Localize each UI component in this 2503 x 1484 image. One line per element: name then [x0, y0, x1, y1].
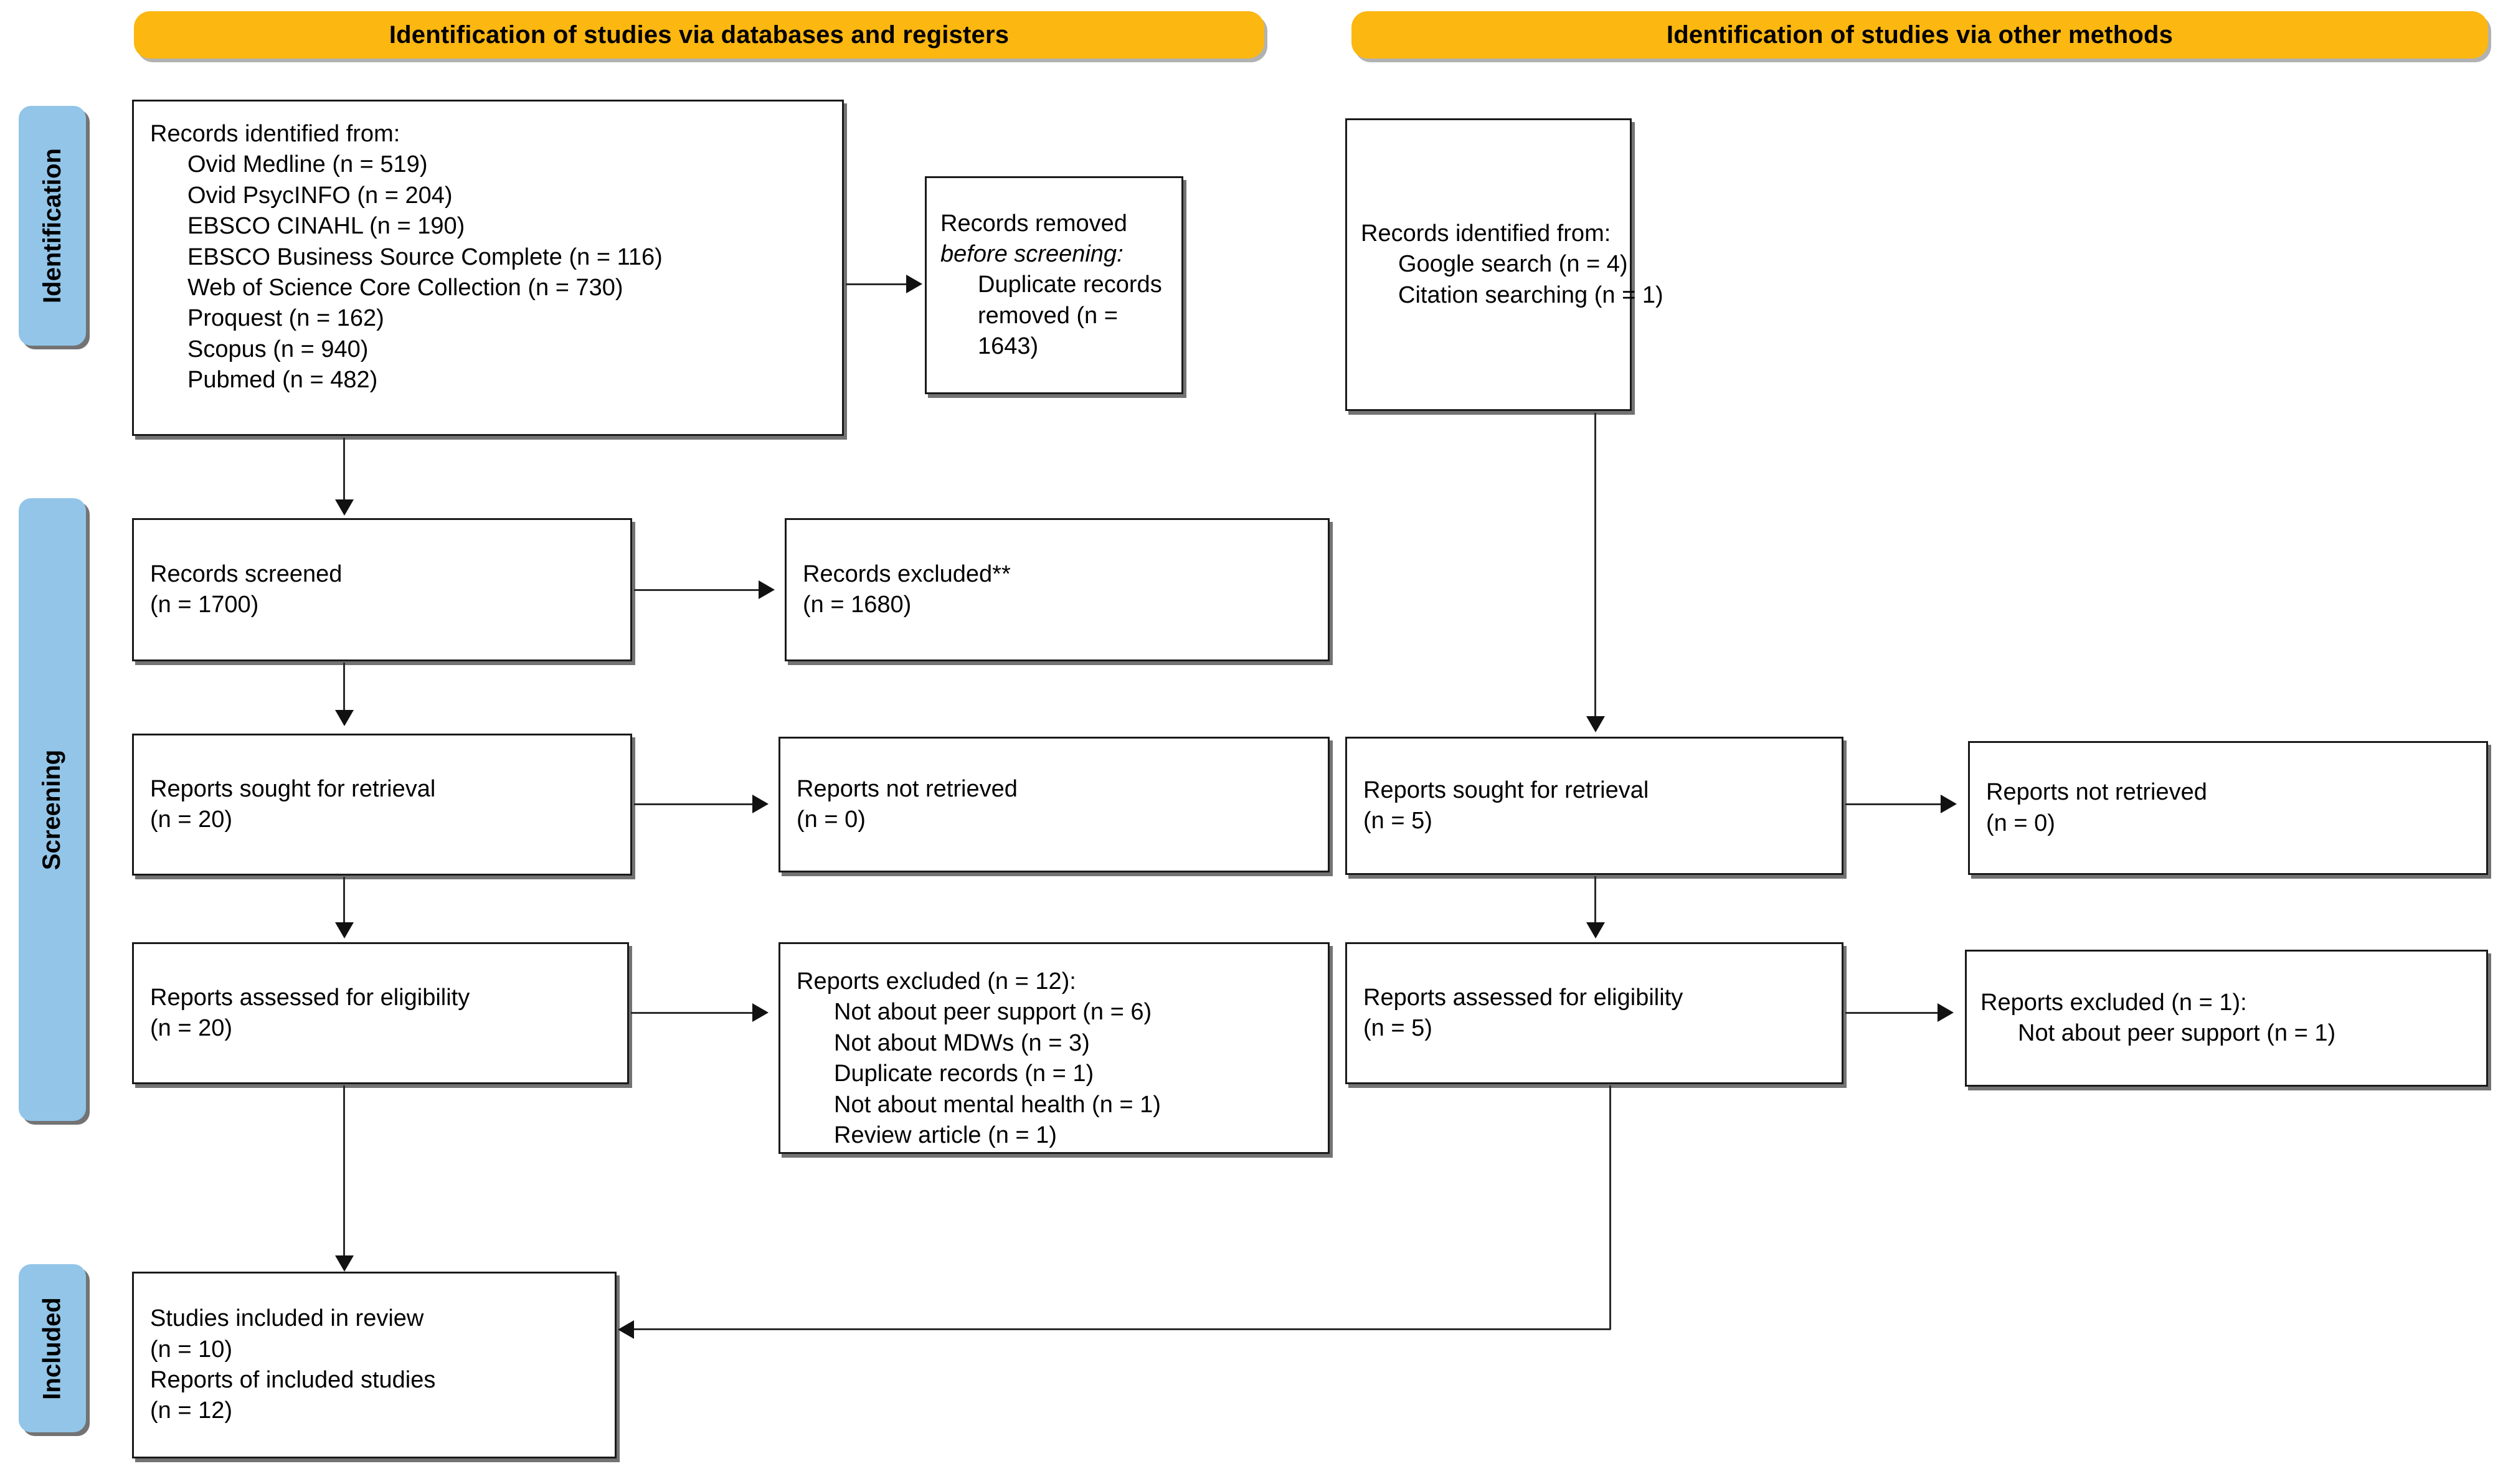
box-line: Google search (n = 4)	[1398, 251, 1628, 278]
box-line: Reports excluded (n = 12):	[797, 968, 1076, 995]
box-line: before screening:	[940, 240, 1124, 267]
arrow-identified-to-screened	[335, 499, 354, 516]
box-line: (n = 5)	[1363, 1015, 1432, 1041]
box-line: (n = 1700)	[150, 592, 259, 618]
box-line: Ovid Medline (n = 519)	[187, 151, 428, 178]
box-line: Review article (n = 1)	[834, 1122, 1057, 1148]
sidebar-stage-screening: Screening	[19, 498, 86, 1121]
box-line: Duplicate records (n = 1)	[834, 1061, 1094, 1087]
box-reports-assessed-eligibility-databases: Reports assessed for eligibility (n = 20…	[132, 942, 629, 1084]
arrow-other-identified-to-sought	[1586, 716, 1605, 732]
connector-assessed-to-excluded-databases	[631, 1012, 754, 1014]
arrow-identified-to-removed	[906, 275, 922, 293]
box-line: Records excluded**	[803, 560, 1011, 587]
box-line: (n = 20)	[150, 1015, 233, 1041]
box-reports-not-retrieved-databases: Reports not retrieved (n = 0)	[778, 737, 1330, 872]
box-records-excluded: Records excluded** (n = 1680)	[785, 518, 1330, 661]
box-records-identified-other-methods: Records identified from: Google search (…	[1345, 118, 1663, 411]
box-line: removed (n =	[978, 302, 1118, 329]
banner-databases-registers: Identification of studies via databases …	[134, 11, 1264, 59]
sidebar-stage-screening-label: Screening	[38, 749, 66, 870]
connector-assessed-to-included	[343, 1085, 345, 1257]
connector-sought-to-assessed-other	[1594, 876, 1596, 924]
banner-other-methods-label: Identification of studies via other meth…	[1666, 21, 2174, 49]
box-line: Records removed	[940, 210, 1127, 237]
box-line: (n = 0)	[797, 806, 866, 833]
box-line: Not about mental health (n = 1)	[834, 1091, 1161, 1118]
box-line: Not about peer support (n = 6)	[834, 999, 1152, 1026]
box-line: Citation searching (n = 1)	[1398, 281, 1663, 308]
banner-databases-registers-label: Identification of studies via databases …	[389, 21, 1010, 49]
arrow-sought-to-assessed-other	[1586, 922, 1605, 938]
arrow-other-assessed-to-included	[618, 1320, 634, 1339]
arrow-assessed-to-excluded-other	[1938, 1003, 1954, 1022]
connector-screened-to-excluded	[634, 589, 760, 591]
box-line: Reports sought for retrieval	[1363, 777, 1649, 803]
box-records-identified-databases: Records identified from: Ovid Medline (n…	[132, 100, 844, 436]
box-line: Records screened	[150, 560, 343, 587]
box-line: Reports sought for retrieval	[150, 775, 436, 802]
connector-sought-to-notretrieved-databases	[634, 803, 754, 805]
connector-other-assessed-to-included-horizontal	[634, 1328, 1611, 1330]
box-line: Records identified from:	[1361, 220, 1611, 247]
arrow-sought-to-notretrieved-databases	[752, 795, 769, 813]
box-line: Not about peer support (n = 1)	[2018, 1020, 2336, 1046]
arrow-sought-to-notretrieved-other	[1941, 795, 1957, 813]
box-line: Ovid PsycINFO (n = 204)	[187, 182, 453, 209]
arrow-assessed-to-included	[335, 1255, 354, 1272]
box-records-removed-before-screening: Records removed before screening: Duplic…	[925, 176, 1183, 394]
box-line: (n = 0)	[1986, 810, 2055, 836]
box-line: (n = 20)	[150, 806, 233, 833]
sidebar-stage-identification: Identification	[19, 106, 86, 346]
box-reports-excluded-other-methods: Reports excluded (n = 1): Not about peer…	[1965, 950, 2488, 1087]
box-line: (n = 1680)	[803, 592, 912, 618]
box-line: Web of Science Core Collection (n = 730)	[187, 274, 623, 301]
sidebar-stage-included-label: Included	[38, 1297, 66, 1400]
box-line: Reports not retrieved	[797, 775, 1018, 802]
connector-identified-to-removed	[846, 283, 908, 285]
connector-other-assessed-to-included-vertical	[1609, 1085, 1611, 1330]
connector-sought-to-assessed-databases	[343, 877, 345, 924]
box-reports-sought-retrieval-databases: Reports sought for retrieval (n = 20)	[132, 734, 632, 876]
box-line: (n = 12)	[150, 1397, 233, 1424]
box-reports-sought-retrieval-other-methods: Reports sought for retrieval (n = 5)	[1345, 737, 1843, 875]
box-line: Reports assessed for eligibility	[150, 984, 470, 1011]
box-line: (n = 5)	[1363, 808, 1432, 834]
connector-identified-to-screened	[343, 438, 345, 503]
box-line: EBSCO Business Source Complete (n = 116)	[187, 243, 663, 270]
banner-other-methods: Identification of studies via other meth…	[1351, 11, 2488, 59]
connector-sought-to-notretrieved-other	[1845, 803, 1942, 805]
box-studies-included: Studies included in review (n = 10) Repo…	[132, 1272, 617, 1458]
connector-screened-to-sought	[343, 663, 345, 711]
box-line: Duplicate records	[978, 272, 1162, 298]
box-line: Studies included in review	[150, 1305, 424, 1332]
box-line: Records identified from:	[150, 121, 400, 147]
box-line: Proquest (n = 162)	[187, 305, 384, 332]
box-line: Reports assessed for eligibility	[1363, 984, 1683, 1011]
arrow-assessed-to-excluded-databases	[752, 1003, 769, 1022]
box-reports-not-retrieved-other-methods: Reports not retrieved (n = 0)	[1968, 741, 2488, 875]
box-line: Scopus (n = 940)	[187, 336, 369, 362]
box-line: (n = 10)	[150, 1336, 233, 1363]
box-line: Not about MDWs (n = 3)	[834, 1029, 1090, 1056]
box-line: Reports not retrieved	[1986, 779, 2207, 806]
box-line: Reports of included studies	[150, 1367, 436, 1393]
arrow-screened-to-excluded	[759, 580, 775, 599]
box-records-screened: Records screened (n = 1700)	[132, 518, 632, 661]
box-reports-assessed-eligibility-other-methods: Reports assessed for eligibility (n = 5)	[1345, 942, 1843, 1084]
box-line: EBSCO CINAHL (n = 190)	[187, 213, 465, 240]
box-line: Pubmed (n = 482)	[187, 367, 378, 394]
connector-assessed-to-excluded-other	[1845, 1012, 1939, 1014]
sidebar-stage-included: Included	[19, 1264, 86, 1432]
connector-other-identified-to-sought	[1594, 413, 1596, 718]
box-line: 1643)	[978, 333, 1039, 360]
arrow-sought-to-assessed-databases	[335, 922, 354, 938]
box-reports-excluded-databases: Reports excluded (n = 12): Not about pee…	[778, 942, 1330, 1154]
sidebar-stage-identification-label: Identification	[38, 148, 66, 303]
box-line: Reports excluded (n = 1):	[1980, 989, 2247, 1016]
arrow-screened-to-sought	[335, 710, 354, 726]
